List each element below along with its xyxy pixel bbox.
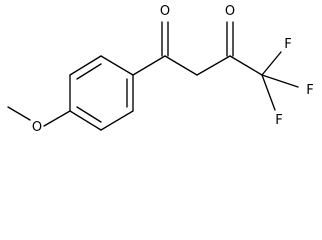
methoxy-group bbox=[7, 106, 71, 127]
trifluoromethyl-group bbox=[261, 51, 299, 111]
ring-bond-bottom-left bbox=[69, 110, 102, 131]
benzene-ring bbox=[69, 55, 134, 131]
bond-carbonyl-2-to-cf3-carbon bbox=[229, 55, 263, 76]
bond-carbonyl-1-to-methylene bbox=[164, 55, 198, 76]
carbonyl-1 bbox=[161, 21, 169, 57]
carbon-chain bbox=[132, 55, 263, 76]
bond-cf3-to-f-top bbox=[261, 51, 282, 76]
ring-double-bond-top-left bbox=[76, 63, 102, 80]
atom-label-fluorine-bottom: F bbox=[275, 113, 282, 128]
atom-label-oxygen-carbonyl-2: O bbox=[225, 4, 235, 19]
ring-bond-top-right bbox=[100, 55, 134, 76]
ring-bond-top-left bbox=[69, 55, 102, 76]
atom-label-fluorine-top: F bbox=[284, 37, 291, 52]
chemical-structure-diagram: O O F F F O bbox=[7, 4, 314, 135]
ring-double-bond-bottom-left bbox=[76, 106, 102, 123]
bond-ring-to-methoxy-oxygen bbox=[43, 110, 71, 127]
bond-ring-to-carbonyl-1 bbox=[132, 55, 166, 76]
atom-label-oxygen-carbonyl-1: O bbox=[160, 4, 170, 19]
carbonyl-2 bbox=[226, 21, 234, 57]
bond-methoxy-oxygen-to-methyl bbox=[7, 106, 31, 121]
atom-label-oxygen-methoxy: O bbox=[32, 120, 42, 135]
ring-bond-bottom-right bbox=[100, 110, 134, 131]
bond-cf3-to-f-bottom bbox=[261, 74, 276, 111]
atom-label-fluorine-right: F bbox=[306, 83, 313, 98]
bond-cf3-to-f-right bbox=[261, 74, 299, 88]
bond-methylene-to-carbonyl-2 bbox=[196, 55, 231, 76]
